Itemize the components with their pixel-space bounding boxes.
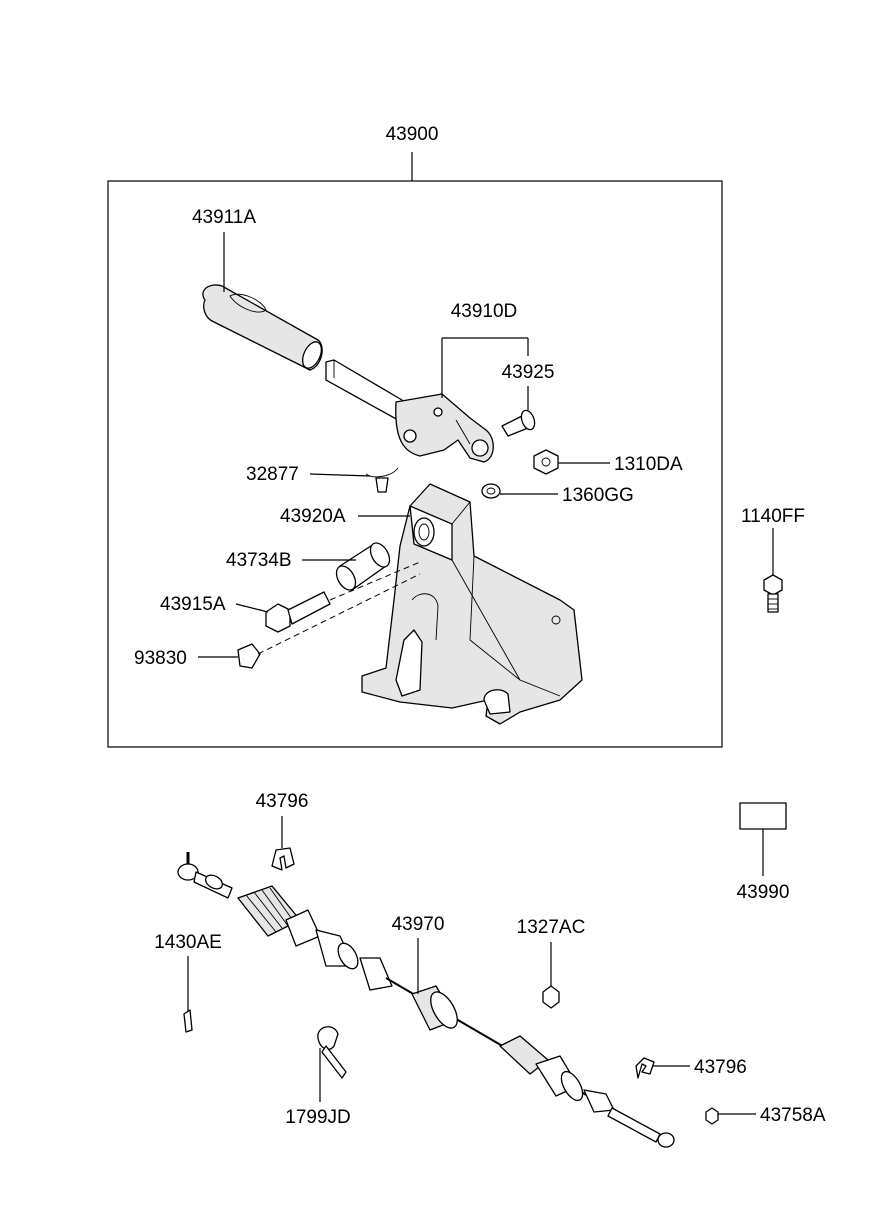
spring-part: 32877 [246,464,399,493]
label-43796-bottom[interactable]: 43796 [694,1057,747,1078]
label-43796-top[interactable]: 43796 [256,791,309,812]
bracket-part: 43920A [280,483,583,725]
pin-1430AE-part: 1430AE [154,932,222,1033]
label-43900[interactable]: 43900 [386,124,439,145]
bushing-part: 43734B [226,542,391,591]
label-43734B[interactable]: 43734B [226,550,292,571]
label-1140FF[interactable]: 1140FF [741,506,805,527]
label-43758A[interactable]: 43758A [760,1105,826,1126]
label-32877[interactable]: 32877 [246,464,299,485]
clamp-part: 1799JD [285,1026,351,1128]
bolt-part: 43915A [160,561,421,633]
lever-rod-part [325,359,403,421]
label-43910D[interactable]: 43910D [451,301,518,322]
label-43970[interactable]: 43970 [392,914,445,935]
label-43925[interactable]: 43925 [502,362,555,383]
lever-assy-part: 43910D [395,301,529,463]
assembly-frame [107,180,723,748]
washer-part: 1360GG [481,483,634,506]
clip-93830-part: 93830 [134,573,421,669]
label-1310DA[interactable]: 1310DA [614,454,683,475]
label-1799JD[interactable]: 1799JD [285,1107,351,1128]
bolt-1140FF-part: 1140FF [741,506,805,613]
clip-43796-bottom-part: 43796 [635,1057,747,1079]
nut-1327AC-part: 1327AC [517,917,586,1009]
pin-part: 43925 [501,362,555,437]
label-43920A[interactable]: 43920A [280,506,346,527]
nut-43758A-part: 43758A [705,1105,826,1126]
nut-1310DA-part: 1310DA [533,449,683,475]
label-43911A[interactable]: 43911A [192,207,256,228]
cable-part: 43970 [177,852,675,1148]
box-43990-part: 43990 [737,802,790,903]
label-1327AC[interactable]: 1327AC [517,917,586,938]
assembly-group: 43900 [107,124,723,748]
label-1430AE[interactable]: 1430AE [154,932,222,953]
knob-part: 43911A [192,207,323,371]
label-1360GG[interactable]: 1360GG [562,485,634,506]
label-93830[interactable]: 93830 [134,648,187,669]
label-43915A[interactable]: 43915A [160,594,226,615]
label-43990[interactable]: 43990 [737,882,790,903]
clip-43796-top-part: 43796 [256,791,309,871]
